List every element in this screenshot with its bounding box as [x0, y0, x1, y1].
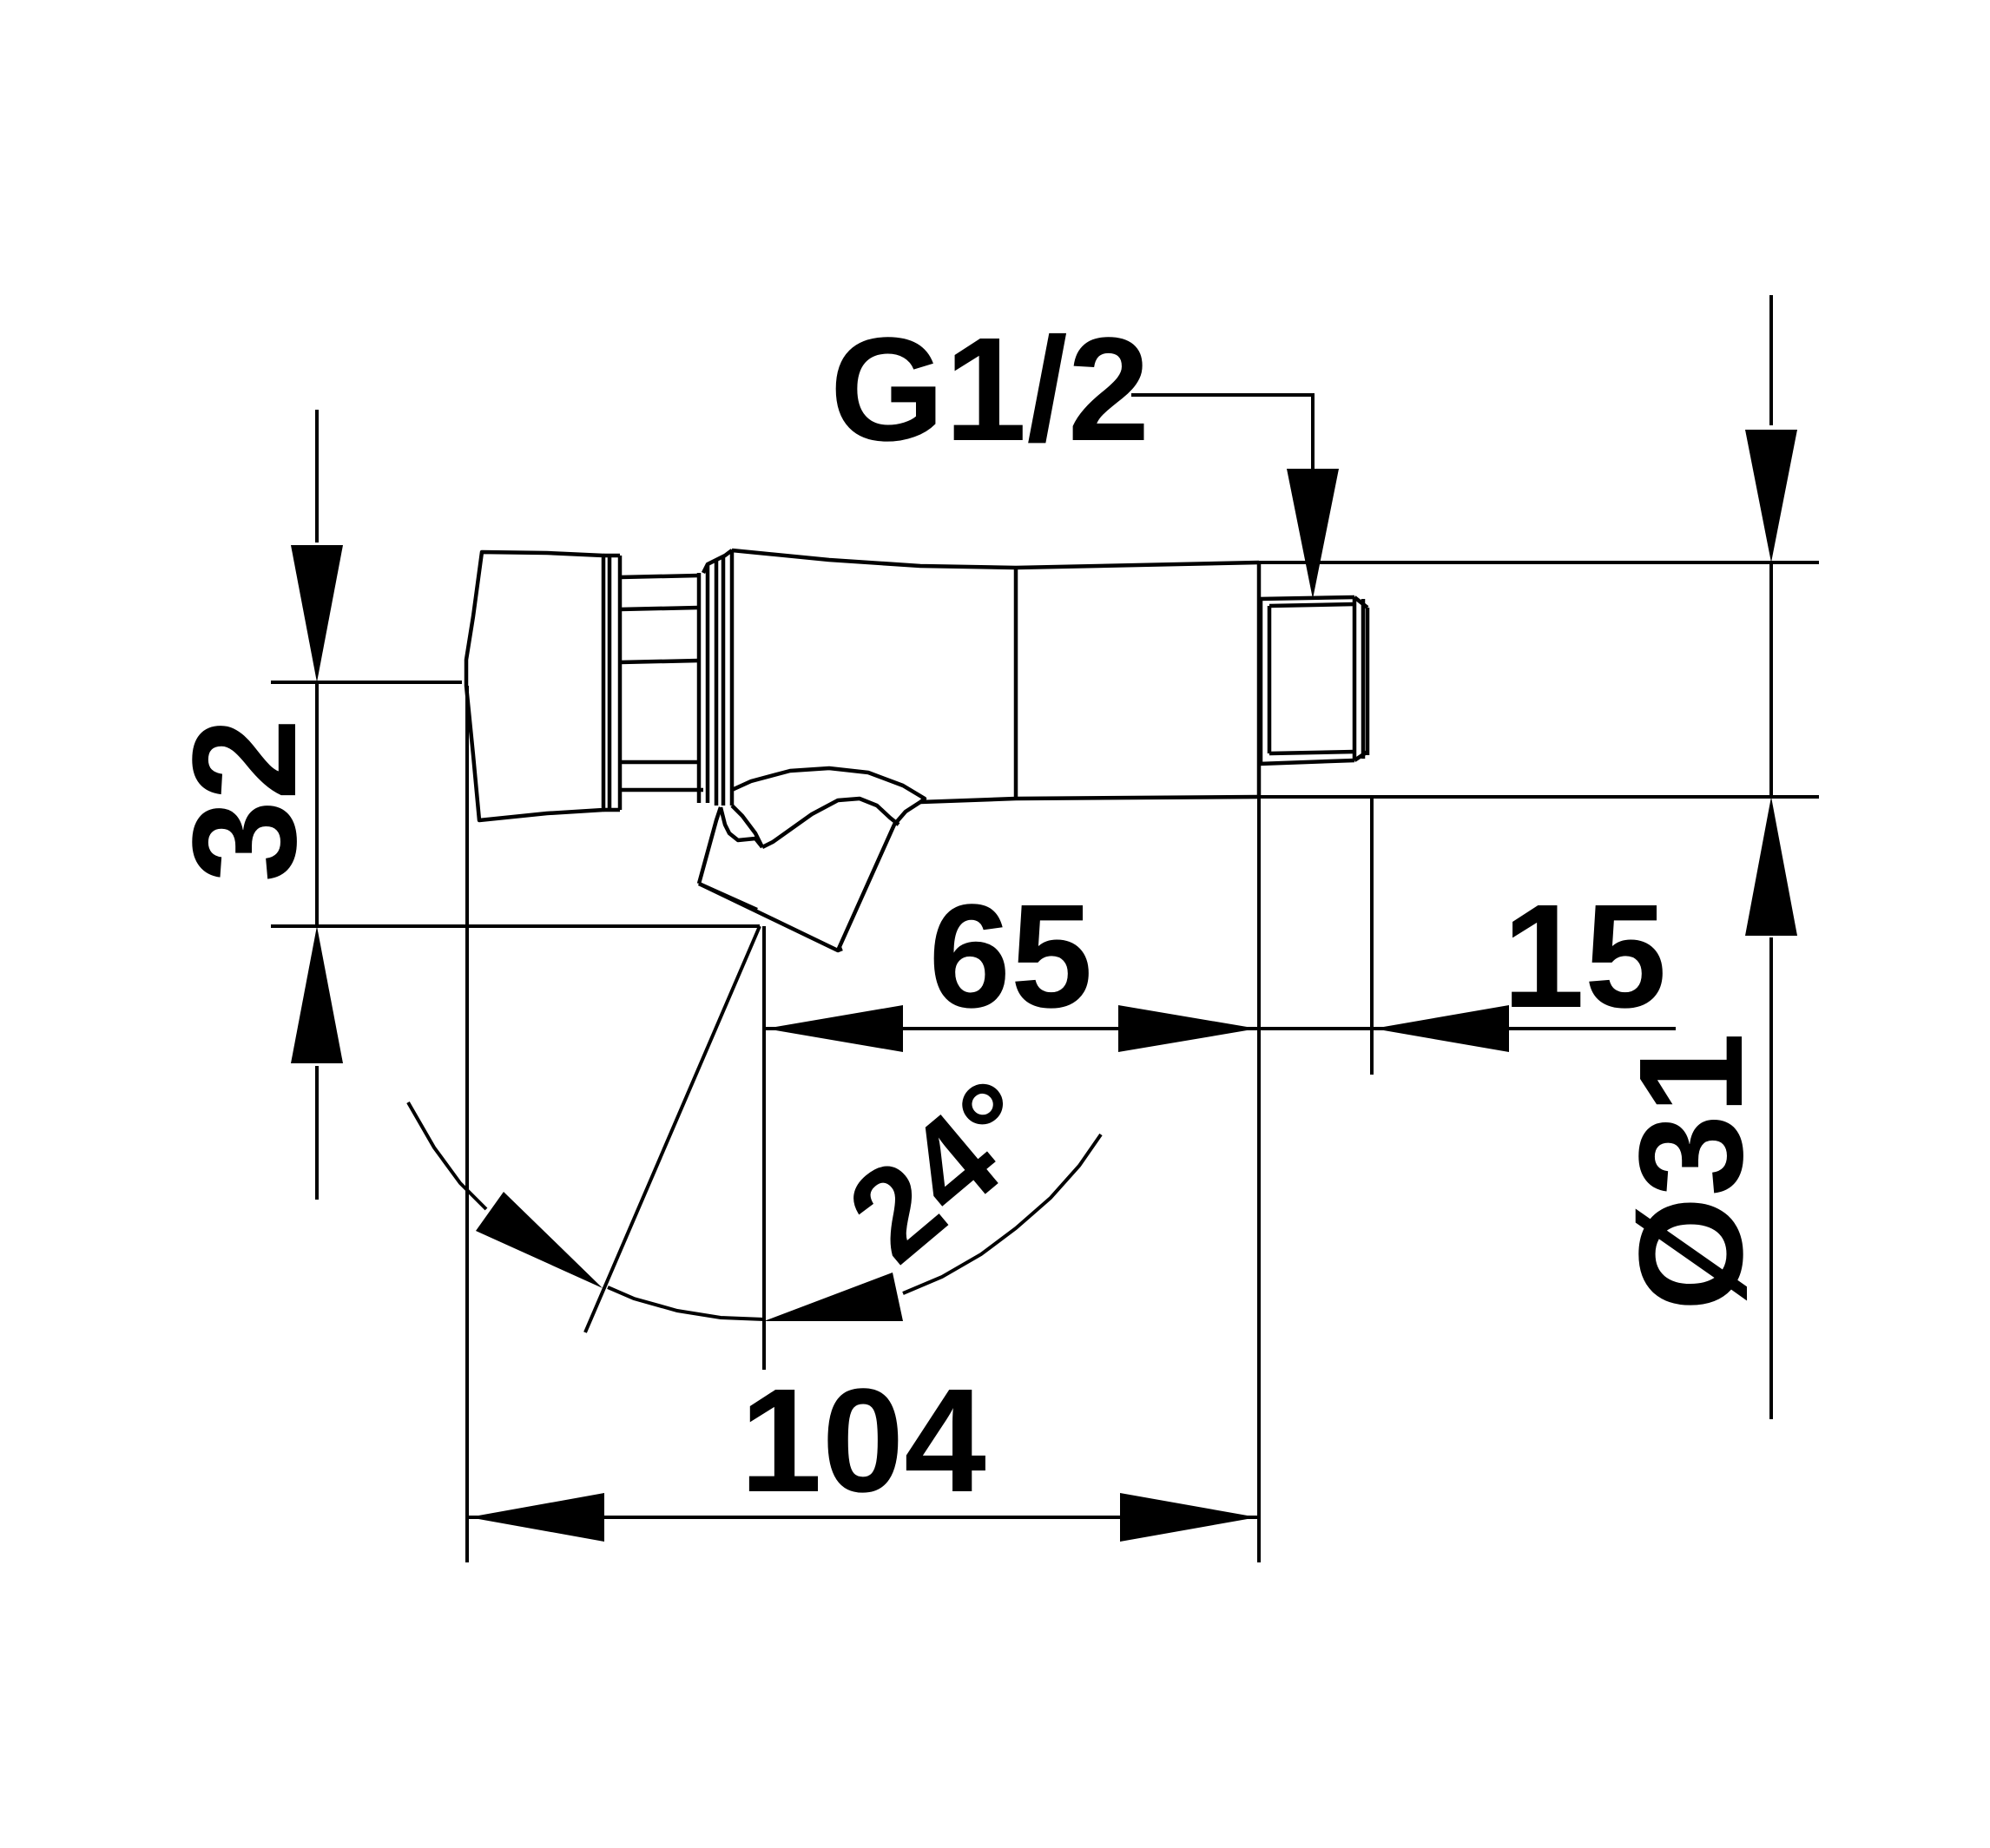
end-cap: [464, 549, 606, 823]
arrow-right: [1120, 1493, 1257, 1542]
total-length-label: 104: [740, 1358, 986, 1523]
diameter-label: Ø31: [1609, 1032, 1774, 1311]
thread-length-label: 15: [1502, 874, 1666, 1039]
connector: [619, 549, 735, 806]
arrow-down: [1287, 469, 1339, 599]
offset-label: 65: [928, 874, 1092, 1039]
dimension-labels: G1/2 32 65 15 Ø31 104 24°: [162, 307, 1774, 1523]
arrow-down: [291, 545, 343, 682]
height-label: 32: [162, 718, 327, 882]
main-body: [731, 548, 1260, 570]
arrow-up: [291, 926, 343, 1063]
arrow-up: [1745, 797, 1797, 936]
threaded-outlet: [1256, 562, 1370, 797]
arrow-left: [1374, 1005, 1509, 1052]
arrow-left: [469, 1493, 604, 1542]
arrow-right: [1118, 1005, 1257, 1052]
lever-handle: [731, 766, 927, 804]
shower-holder-outline: [464, 548, 1370, 953]
arrowheads: [291, 430, 1797, 1542]
arrow-down: [1745, 430, 1797, 562]
arrow-angle: [764, 1273, 903, 1321]
arrow-angle: [476, 1192, 603, 1288]
angle-label: 24°: [821, 1051, 1066, 1290]
arrow-left: [766, 1005, 903, 1052]
thread-label: G1/2: [830, 307, 1150, 472]
